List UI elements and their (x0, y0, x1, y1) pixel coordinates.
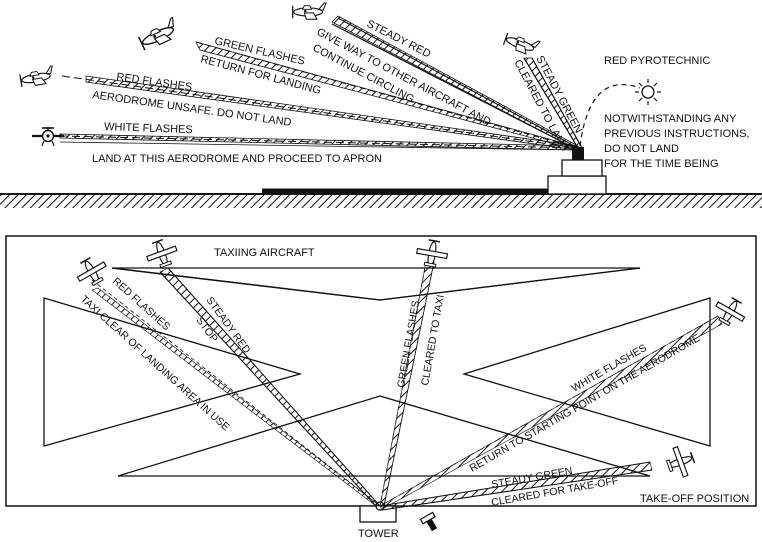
pyrotechnic-trajectory (579, 83, 641, 147)
signal-lamp-icon (419, 511, 438, 532)
aircraft-final-icon (30, 125, 66, 148)
air-label-notwithstanding-3: DO NOT LAND (604, 143, 679, 155)
aircraft-unsafe-icon (18, 65, 56, 89)
air-label-notwithstanding-1: NOTWITHSTANDING ANY (604, 113, 737, 125)
runway-left (43, 297, 303, 447)
air-signals-panel: GREEN FLASHES RETURN FOR LANDING STEADY … (0, 2, 762, 208)
runway-right (461, 297, 711, 447)
aircraft-return-icon (136, 16, 182, 52)
air-label-land-proceed: LAND AT THIS AERODROME AND PROCEED TO AP… (92, 153, 382, 165)
ground-label-taxiing-aircraft: TAXIING AIRCRAFT (214, 247, 315, 259)
ground-label-tower: TOWER (358, 528, 399, 540)
aircraft-landing-icon (502, 29, 541, 58)
air-label-notwithstanding-2: PREVIOUS INSTRUCTIONS, (604, 128, 749, 140)
control-tower (547, 147, 607, 195)
ground-light-beams (91, 261, 723, 511)
air-light-beams (59, 15, 583, 151)
aircraft-circling-icon (292, 2, 327, 20)
air-label-red-pyrotechnic: RED PYROTECHNIC (604, 55, 710, 67)
air-label-white-flashes: WHITE FLASHES (104, 121, 193, 136)
pyrotechnic-burst-icon (635, 79, 661, 105)
air-label-notwithstanding-4: FOR THE TIME BEING (604, 158, 719, 170)
ground-label-takeoff-position: TAKE-OFF POSITION (640, 493, 749, 505)
ground-hatching (0, 194, 762, 208)
ground-signals-panel: TAXIING AIRCRAFT RED FLASHES TAXI CLEAR … (5, 235, 757, 540)
